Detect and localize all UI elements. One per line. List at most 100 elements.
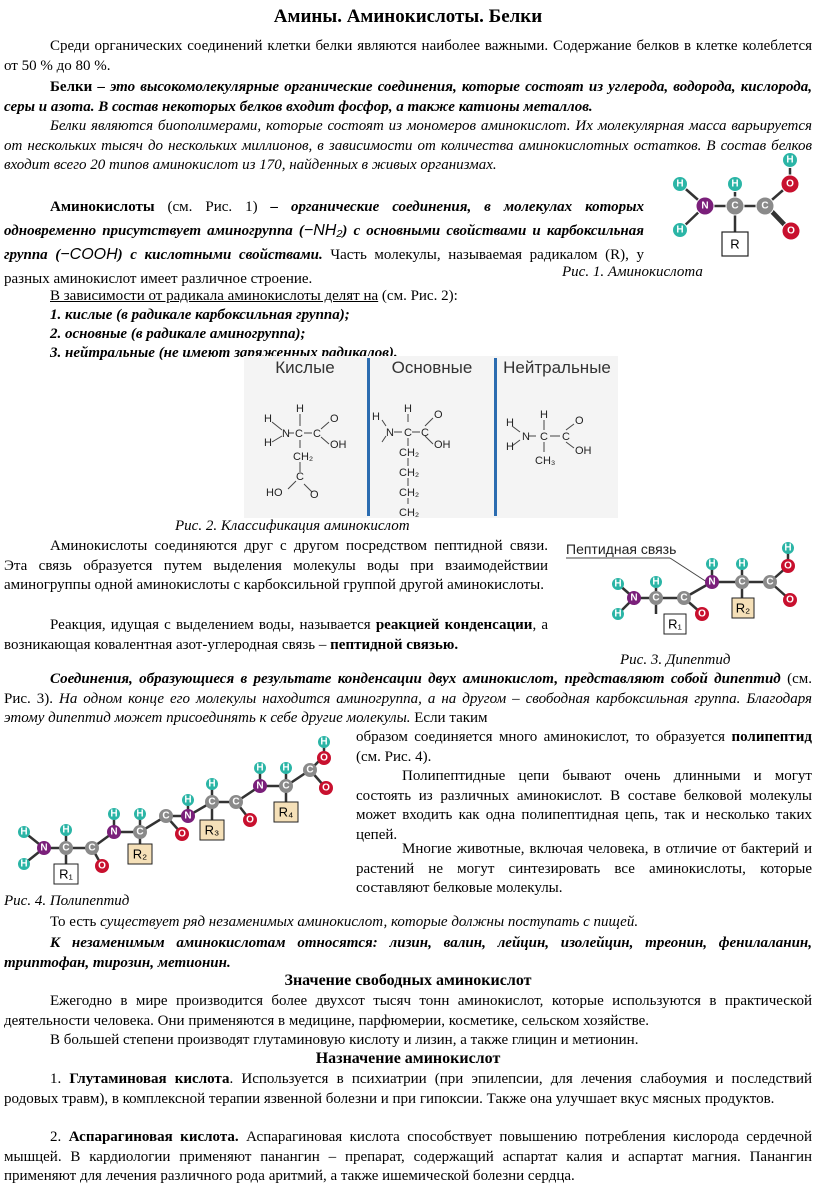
svg-text:H: H <box>264 413 272 425</box>
fig4-o-atom: O <box>322 783 330 794</box>
svg-text:C: C <box>313 428 321 440</box>
fig4-c-atom: C <box>306 765 313 776</box>
fig4-c-atom: C <box>62 843 69 854</box>
fig4-r2-label: R₂ <box>133 847 147 862</box>
essential-intro-a: То есть <box>50 914 101 930</box>
fig1-caption: Рис. 1. Аминокислота <box>562 264 703 280</box>
fig3-dipeptide-diagram: Пептидная связь R₁ R₂ H H H H H H N N C … <box>566 541 797 635</box>
fig4-h-atom: H <box>208 779 215 790</box>
amino-group-formula: −NH₂ <box>303 222 343 239</box>
fig4-h-atom: H <box>282 763 289 774</box>
svg-text:H: H <box>372 411 380 423</box>
fig1-c-atom: C <box>731 201 738 212</box>
fig3-h-atom: H <box>738 559 745 570</box>
fig4-n-atom: N <box>256 781 263 792</box>
fig3-o-atom: O <box>784 561 792 572</box>
fig3-h-atom: H <box>614 609 621 620</box>
fig1-h-atom: H <box>676 179 683 190</box>
animals-paragraph: Многие животные, включая человека, в отл… <box>356 841 812 896</box>
fig1-amino-acid-diagram: R H H H H N C C O O <box>672 152 801 257</box>
fig4-h-atom: H <box>256 763 263 774</box>
amino-acids-def-part2: ) с основными свойствами и карбоксильная… <box>4 223 644 263</box>
fig4-r3-label: R₃ <box>205 823 220 838</box>
svg-text:N: N <box>386 427 394 439</box>
svg-text:H: H <box>540 409 548 421</box>
fig2-head-basic: Основные <box>391 358 473 377</box>
fig3-n-atom: N <box>708 577 715 588</box>
svg-text:C: C <box>540 431 548 443</box>
fig4-c-atom: C <box>88 843 95 854</box>
fig3-c-atom: C <box>680 593 687 604</box>
page-title: Амины. Аминокислоты. Белки <box>273 6 543 27</box>
svg-text:OH: OH <box>330 439 347 451</box>
peptide-bond-term: пептидной связью. <box>330 637 459 653</box>
fig3-o-atom: O <box>786 595 794 606</box>
svg-text:OH: OH <box>575 445 592 457</box>
fig2-divider <box>494 358 497 516</box>
fig4-o-atom: O <box>320 753 328 764</box>
dipeptide-text-italic: На одном конце его молекулы находится ам… <box>4 690 812 727</box>
condensation-text-b: , а возникающая ковалентная азот-углерод… <box>4 617 548 653</box>
classification-intro-ref: (см. Рис. 2): <box>378 288 458 304</box>
polypeptide-paragraph: образом соединяется много аминокислот, т… <box>356 728 812 767</box>
biopolymer-text: Белки являются биополимерами, которые со… <box>4 118 812 173</box>
glutamic-acid-paragraph: 1. Глутаминовая кислота. Используется в … <box>4 1070 812 1109</box>
svg-text:CH₂: CH₂ <box>399 467 419 479</box>
fig4-r4-label: R₄ <box>279 805 294 820</box>
fig3-o-atom: O <box>698 609 706 620</box>
fig3-h-atom: H <box>652 577 659 588</box>
condensation-paragraph: Реакция, идущая с выделением воды, назыв… <box>4 615 548 655</box>
fig4-c-atom: C <box>162 811 169 822</box>
class-item-acidic: 1. кислые (в радикале карбоксильная груп… <box>50 307 350 323</box>
glutamic-term: Глутаминовая кислота <box>69 1071 230 1087</box>
amino-acids-def-part1: – органические соединения, в молекулах к… <box>4 199 644 239</box>
intro-paragraph: Среди органических соединений клетки бел… <box>4 38 812 74</box>
fig3-r2-label: R₂ <box>736 601 750 616</box>
svg-text:CH₂: CH₂ <box>293 451 313 463</box>
fig1-h-atom: H <box>731 179 738 190</box>
svg-text:CH₂: CH₂ <box>399 447 419 459</box>
svg-text:C: C <box>421 427 429 439</box>
classification-intro: В зависимости от радикала аминокислоты д… <box>50 287 810 307</box>
fig3-ref: (см. Рис. 3). <box>4 671 812 707</box>
svg-text:C: C <box>296 471 304 483</box>
section-heading-value: Значение свободных аминокислот <box>284 972 532 989</box>
fig4-c-atom: C <box>136 827 143 838</box>
fig4-h-atom: H <box>136 809 143 820</box>
fig1-h-atom: H <box>786 155 793 166</box>
carboxyl-group-formula: −COOH <box>60 246 118 263</box>
fig2-head-acidic: Кислые <box>275 358 335 377</box>
svg-text:OH: OH <box>434 439 451 451</box>
production-paragraph: В большей степени производят глутаминову… <box>50 1032 639 1048</box>
svg-text:H: H <box>404 403 412 415</box>
svg-text:CH₃: CH₃ <box>535 455 555 467</box>
fig3-c-atom: C <box>766 577 773 588</box>
fig1-o-atom: O <box>787 226 795 237</box>
fig1-h-atom: H <box>676 225 683 236</box>
svg-text:H: H <box>264 437 272 449</box>
svg-text:CH₂: CH₂ <box>399 507 419 518</box>
biopolymer-paragraph: Белки являются биополимерами, которые со… <box>4 117 812 195</box>
fig4-h-atom: H <box>320 737 327 748</box>
condensation-term: реакцией конденсации <box>375 617 533 633</box>
svg-text:H: H <box>506 417 514 429</box>
fig1-c-atom: C <box>761 201 768 212</box>
fig4-n-atom: N <box>110 827 117 838</box>
fig4-o-atom: O <box>98 861 106 872</box>
fig4-caption: Рис. 4. Полипептид <box>4 893 130 909</box>
aspartic-number: 2. <box>50 1129 69 1145</box>
fig4-o-atom: O <box>178 829 186 840</box>
fig4-r1-label: R₁ <box>59 867 73 882</box>
aspartic-term: Аспарагиновая кислота. <box>68 1129 239 1145</box>
svg-text:C: C <box>295 428 303 440</box>
fig1-o-atom: O <box>786 179 794 190</box>
fig4-c-atom: C <box>208 797 215 808</box>
dipeptide-term: дипептид <box>714 671 781 687</box>
proteins-definition: Белки – это высокомолекулярные органичес… <box>4 78 812 117</box>
class-item-basic: 2. основные (в радикале аминогруппа); <box>50 326 306 342</box>
fig4-h-atom: H <box>20 827 27 838</box>
value-paragraph: Ежегодно в мире производится более двухс… <box>4 993 812 1029</box>
svg-text:C: C <box>562 431 570 443</box>
